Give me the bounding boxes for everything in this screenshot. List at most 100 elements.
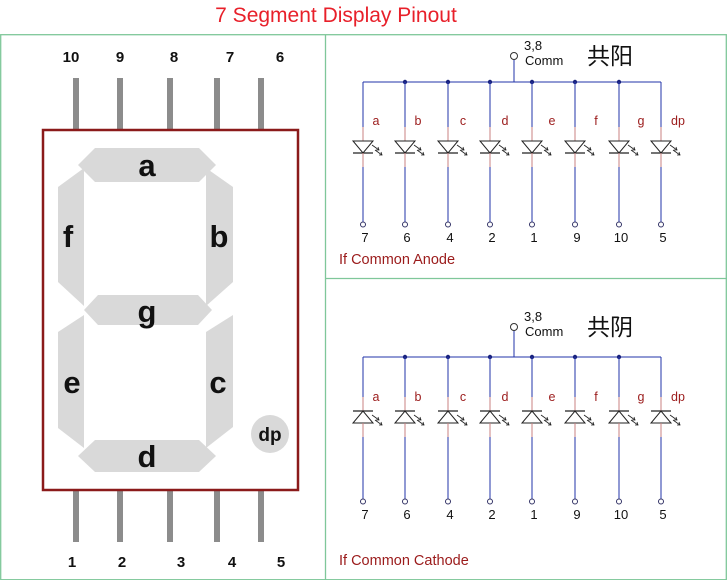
pin-number: 4 (446, 507, 453, 522)
led-diode-icon (520, 410, 544, 424)
led-branch: g10 (607, 354, 645, 522)
led-diode-icon (393, 140, 417, 154)
light-arrow-icon (459, 419, 468, 426)
light-arrow-icon (371, 144, 380, 151)
light-arrow-icon (669, 144, 678, 151)
light-arrow-head-icon (376, 146, 380, 151)
pin-number: 4 (446, 230, 453, 245)
pin-terminal (402, 221, 408, 228)
pin-terminal (487, 221, 493, 228)
led-diode-icon (520, 140, 544, 154)
light-arrow-icon (543, 419, 552, 426)
pin-number: 6 (403, 507, 410, 522)
light-arrow-head-icon (464, 421, 468, 426)
light-arrow-icon (374, 419, 383, 426)
segment-label: d (502, 390, 509, 404)
pin-leg-3 (167, 489, 173, 542)
light-arrow-head-icon (421, 421, 425, 426)
led-diode-icon (563, 140, 587, 154)
light-arrow-head-icon (548, 421, 552, 426)
pin-terminal (572, 498, 578, 505)
pin-number: 2 (488, 230, 495, 245)
pin-number: 9 (573, 507, 580, 522)
segment-label: g (638, 390, 645, 404)
segment-dp (251, 415, 289, 453)
light-arrow-head-icon (588, 146, 592, 151)
segment-label: d (502, 114, 509, 128)
light-arrow-icon (456, 414, 465, 421)
light-arrow-head-icon (545, 146, 549, 151)
pin-terminal (402, 498, 408, 505)
pin-number: 1 (530, 230, 537, 245)
led-diode-icon (436, 410, 460, 424)
segment-label: c (460, 114, 466, 128)
light-arrow-icon (583, 414, 592, 421)
pin-terminal (658, 498, 664, 505)
light-arrow-head-icon (632, 416, 636, 421)
led-branch: g10 (607, 79, 645, 245)
light-arrow-head-icon (591, 421, 595, 426)
pin-terminal (658, 221, 664, 228)
light-arrow-icon (672, 419, 681, 426)
segment-label: dp (671, 114, 685, 128)
pin-number: 9 (573, 230, 580, 245)
pin-number-top: 9 (116, 49, 124, 66)
common-anode-caption: If Common Anode (339, 252, 455, 268)
led-diode-icon (649, 140, 673, 154)
pin-number-top: 8 (170, 49, 178, 66)
pin-leg-6 (258, 78, 264, 131)
segment-label: f (594, 114, 598, 128)
segment-label: a (373, 390, 380, 404)
segment-label: b (415, 390, 422, 404)
pin-number-bottom: 5 (277, 554, 285, 571)
pin-number-bottom: 3 (177, 554, 185, 571)
led-diode-icon (351, 410, 375, 424)
pin-leg-10 (73, 78, 79, 131)
pin-number-top: 6 (276, 49, 284, 66)
led-diode-icon (649, 410, 673, 424)
led-branch: e1 (520, 354, 556, 522)
segment-label-g: g (138, 294, 157, 329)
light-arrow-head-icon (421, 151, 425, 156)
light-arrow-head-icon (503, 146, 507, 151)
light-arrow-head-icon (418, 416, 422, 421)
pin-leg-5 (258, 489, 264, 542)
light-arrow-icon (416, 419, 425, 426)
pin-number-bottom: 2 (118, 554, 126, 571)
light-arrow-icon (630, 419, 639, 426)
pin-leg-7 (214, 78, 220, 131)
bottom-pins: 1 2 3 4 5 (68, 489, 285, 571)
led-diode-icon (563, 410, 587, 424)
led-diode-icon (607, 140, 631, 154)
light-arrow-icon (413, 414, 422, 421)
led-branch: d2 (478, 79, 510, 245)
comm-pins-label: 3,8 (524, 38, 542, 53)
comm-label: Comm (525, 53, 563, 68)
led-branch: b6 (393, 79, 425, 245)
light-arrow-icon (586, 419, 595, 426)
diagram-title: 7 Segment Display Pinout (215, 4, 457, 27)
led-diode-icon (607, 410, 631, 424)
light-arrow-head-icon (379, 421, 383, 426)
segment-label: b (415, 114, 422, 128)
light-arrow-icon (501, 419, 510, 426)
light-arrow-head-icon (379, 151, 383, 156)
pin-number: 7 (361, 507, 368, 522)
comm-pins-label: 3,8 (524, 309, 542, 324)
pin-number: 1 (530, 507, 537, 522)
light-arrow-icon (586, 149, 595, 156)
light-arrow-head-icon (632, 146, 636, 151)
segment-b (206, 168, 233, 306)
pin-number: 5 (659, 230, 666, 245)
segment-label-e: e (63, 365, 80, 400)
light-arrow-icon (416, 149, 425, 156)
led-branch: dp5 (649, 357, 685, 522)
common-anode-chinese-label: 共阳 (587, 44, 633, 70)
light-arrow-icon (669, 414, 678, 421)
led-diode-icon (478, 140, 502, 154)
led-branch: a7 (351, 82, 383, 245)
segment-label: e (549, 390, 556, 404)
